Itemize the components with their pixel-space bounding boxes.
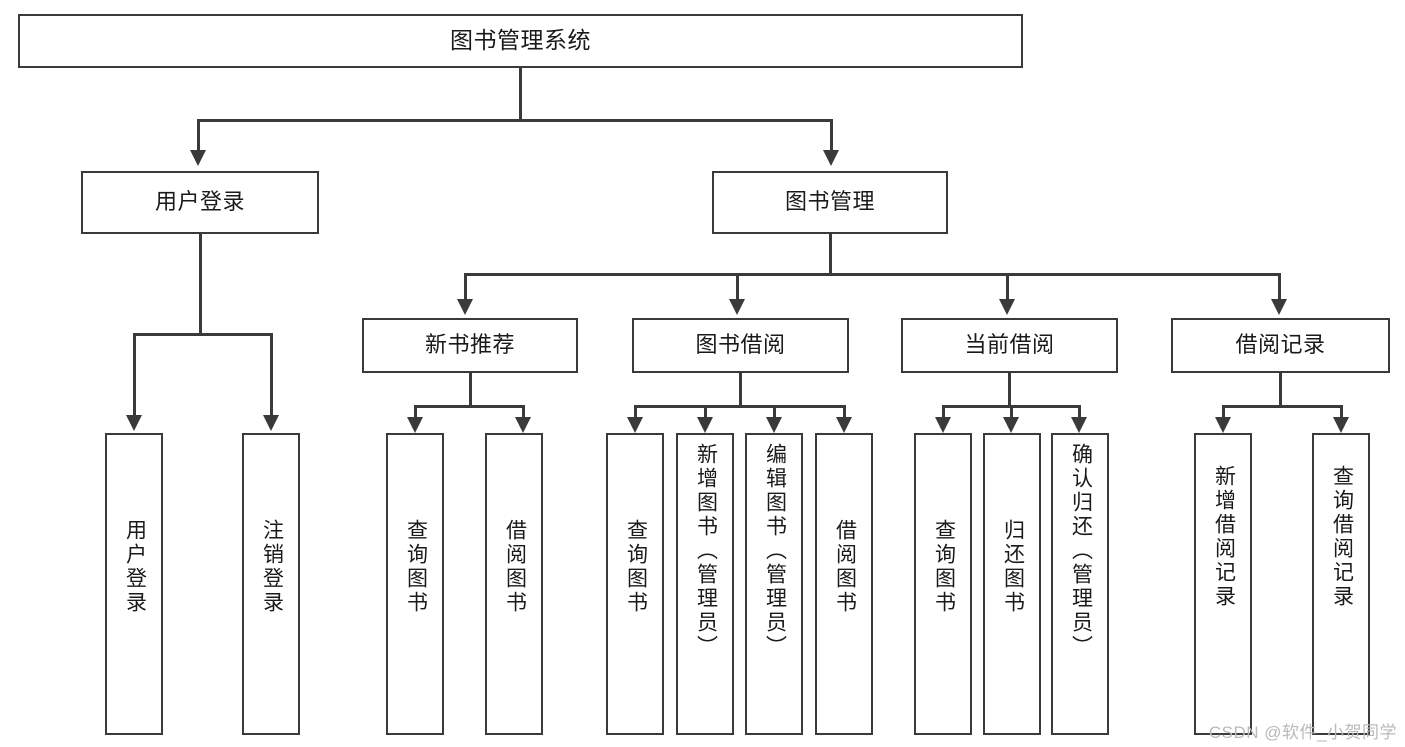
leaf-borrow-book-1[interactable]: 借阅图书 (485, 433, 543, 735)
leaf-borrow-book-2[interactable]: 借阅图书 (815, 433, 873, 735)
leaf-label: 编辑图书（管理员） (763, 443, 787, 659)
edge-nbr-drop-1 (414, 405, 417, 419)
edge-nbr-bus (414, 405, 525, 408)
leaf-return-book[interactable]: 归还图书 (983, 433, 1041, 735)
leaf-label: 借阅图书 (503, 519, 527, 615)
arrow-to-leaf-borrow-book-2 (836, 417, 852, 433)
node-label: 图书借阅 (695, 332, 786, 358)
arrow-to-leaf-query-book-1 (407, 417, 423, 433)
edge-bb-drop-3 (773, 405, 776, 419)
node-book-management[interactable]: 图书管理 (712, 171, 948, 234)
edge-cb-drop-2 (1010, 405, 1013, 419)
arrow-to-leaf-edit-book-admin (766, 417, 782, 433)
edge-root-to-user-login (197, 119, 200, 150)
edge-br-drop-1 (1222, 405, 1225, 419)
arrow-to-leaf-query-borrow-record (1333, 417, 1349, 433)
arrow-to-leaf-borrow-book-1 (515, 417, 531, 433)
node-label: 用户登录 (154, 189, 245, 215)
csdn-watermark: CSDN @软件_小贺同学 (1208, 723, 1397, 742)
node-book-borrow[interactable]: 图书借阅 (632, 318, 849, 373)
edge-book-manage-bus (464, 273, 1280, 276)
arrow-to-new-book-recommend (457, 299, 473, 315)
edge-br-stem (1279, 373, 1282, 407)
leaf-label: 查询图书 (624, 519, 648, 615)
edge-root-stem (519, 68, 522, 121)
leaf-logout-login[interactable]: 注销登录 (242, 433, 300, 735)
leaf-label: 确认归还（管理员） (1069, 443, 1093, 659)
node-new-book-recommend[interactable]: 新书推荐 (362, 318, 578, 373)
arrow-to-leaf-query-book-2 (627, 417, 643, 433)
edge-user-login-bus (133, 333, 272, 336)
leaf-query-book-2[interactable]: 查询图书 (606, 433, 664, 735)
node-borrow-record[interactable]: 借阅记录 (1171, 318, 1390, 373)
node-label: 图书管理 (784, 189, 875, 215)
edge-bb-drop-1 (634, 405, 637, 419)
edge-nbr-drop-2 (522, 405, 525, 419)
edge-cb-stem (1008, 373, 1011, 407)
arrow-to-borrow-record (1271, 299, 1287, 315)
arrow-to-leaf-add-borrow-record (1215, 417, 1231, 433)
arrow-to-leaf-logout-login (263, 415, 279, 431)
leaf-label: 归还图书 (1001, 519, 1025, 615)
leaf-user-login[interactable]: 用户登录 (105, 433, 163, 735)
arrow-to-leaf-add-book-admin (697, 417, 713, 433)
leaf-label: 查询借阅记录 (1330, 465, 1354, 609)
leaf-label: 新增图书（管理员） (694, 443, 718, 659)
node-label: 借阅记录 (1235, 332, 1326, 358)
node-label: 图书管理系统 (450, 27, 591, 54)
edge-cb-drop-1 (942, 405, 945, 419)
edge-root-to-book-manage (830, 119, 833, 150)
leaf-label: 查询图书 (404, 519, 428, 615)
leaf-add-borrow-record[interactable]: 新增借阅记录 (1194, 433, 1252, 735)
edge-bm-drop-2 (736, 273, 739, 301)
arrow-to-leaf-confirm-return-admin (1071, 417, 1087, 433)
leaf-label: 借阅图书 (833, 519, 857, 615)
arrow-to-current-borrow (999, 299, 1015, 315)
arrow-to-leaf-user-login (126, 415, 142, 431)
leaf-add-book-admin[interactable]: 新增图书（管理员） (676, 433, 734, 735)
edge-nbr-stem (469, 373, 472, 407)
leaf-query-borrow-record[interactable]: 查询借阅记录 (1312, 433, 1370, 735)
arrow-to-leaf-return-book (1003, 417, 1019, 433)
leaf-confirm-return-admin[interactable]: 确认归还（管理员） (1051, 433, 1109, 735)
edge-cb-drop-3 (1078, 405, 1081, 419)
node-label: 新书推荐 (424, 332, 515, 358)
edge-bb-drop-4 (843, 405, 846, 419)
arrow-to-user-login (190, 150, 206, 166)
edge-book-manage-stem (829, 234, 832, 275)
leaf-edit-book-admin[interactable]: 编辑图书（管理员） (745, 433, 803, 735)
edge-bm-drop-4 (1278, 273, 1281, 301)
edge-bm-drop-3 (1006, 273, 1009, 301)
leaf-label: 注销登录 (260, 519, 284, 615)
leaf-query-book-3[interactable]: 查询图书 (914, 433, 972, 735)
edge-user-login-drop-1 (133, 333, 136, 415)
edge-bm-drop-1 (464, 273, 467, 301)
edge-user-login-drop-2 (270, 333, 273, 415)
node-user-login[interactable]: 用户登录 (81, 171, 319, 234)
edge-user-login-stem (199, 234, 202, 335)
edge-bb-bus (634, 405, 845, 408)
edge-root-bus (197, 119, 832, 122)
edge-bb-drop-2 (704, 405, 707, 419)
node-root-book-management-system[interactable]: 图书管理系统 (18, 14, 1023, 68)
arrow-to-book-borrow (729, 299, 745, 315)
arrow-to-book-manage (823, 150, 839, 166)
edge-bb-stem (739, 373, 742, 407)
leaf-label: 查询图书 (932, 519, 956, 615)
node-current-borrow[interactable]: 当前借阅 (901, 318, 1118, 373)
edge-br-drop-2 (1340, 405, 1343, 419)
arrow-to-leaf-query-book-3 (935, 417, 951, 433)
leaf-query-book-1[interactable]: 查询图书 (386, 433, 444, 735)
leaf-label: 新增借阅记录 (1212, 465, 1236, 609)
node-label: 当前借阅 (964, 332, 1055, 358)
edge-br-bus (1222, 405, 1342, 408)
leaf-label: 用户登录 (123, 519, 147, 615)
